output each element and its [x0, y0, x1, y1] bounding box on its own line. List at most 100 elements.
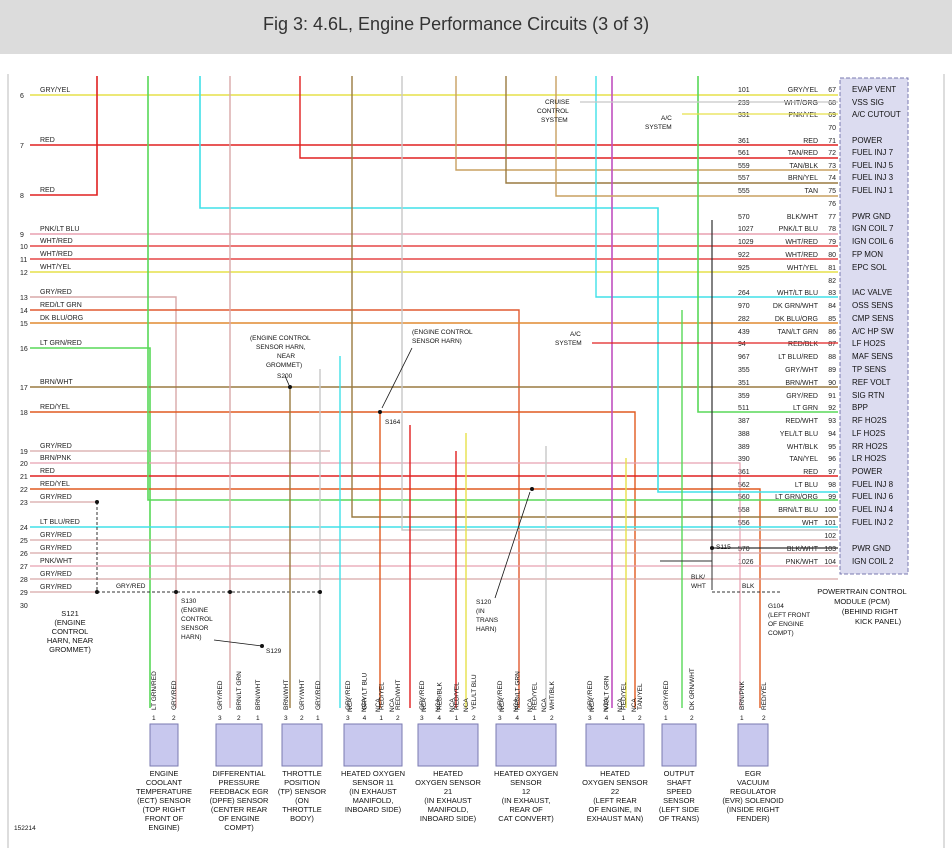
pcm-function-91: SIG RTN [852, 391, 885, 400]
ho2s22-wire-1: GRY/RED [587, 680, 594, 710]
pcm-function-73: FUEL INJ 5 [852, 161, 894, 170]
oss-caption-4: SENSOR [663, 796, 695, 805]
pcm-pin-81: 81 [828, 265, 836, 272]
ho2s12-caption-1: HEATED OXYGEN [494, 769, 558, 778]
ect-caption-2: COOLANT [146, 778, 183, 787]
wire-row-20 [30, 462, 741, 708]
pcm-function-68: VSS SIG [852, 98, 884, 107]
pcm-circuit-88: 967 [738, 354, 750, 361]
pcm-function-87: LF HO2S [852, 339, 885, 348]
ho2s21-caption-5: MANIFOLD, [428, 805, 469, 814]
ho2s12-sensor-icon [495, 723, 557, 767]
s120-label-4: HARN) [476, 626, 497, 633]
nca-label: NCA [603, 698, 610, 712]
pcm-wire-color-104: PNK/WHT [786, 559, 819, 566]
oss-caption-1: OUTPUT [664, 769, 695, 778]
evr-pin-2: 2 [762, 715, 766, 722]
ho2s22-caption-6: EXHAUST MAN) [587, 814, 644, 823]
ho2s21-pin-1: 3 [420, 715, 424, 722]
ect-pin-1: 1 [152, 715, 156, 722]
dpfe-caption-4: (DPFE) SENSOR [210, 796, 269, 805]
row-label-22: RED/YEL [40, 481, 70, 488]
dpfe-caption-6: OF ENGINE [218, 814, 259, 823]
splice-dot [530, 487, 534, 491]
s130-label-2: (ENGINE [181, 607, 209, 614]
pcm-circuit-94: 388 [738, 431, 750, 438]
pcm-function-86: A/C HP SW [852, 327, 894, 336]
blk-wht-label-2: WHT [691, 583, 706, 590]
pcm-function-96: LR HO2S [852, 454, 886, 463]
pcm-pin-88: 88 [828, 354, 836, 361]
splice-dot [95, 500, 99, 504]
pcm-box [839, 77, 909, 575]
s121-label-3: CONTROL [52, 627, 89, 636]
leader-s120 [494, 491, 531, 599]
tp-pin-3: 1 [316, 715, 320, 722]
row-number-20: 20 [20, 461, 28, 468]
evr-wire-2: RED/YEL [761, 682, 768, 710]
wire-vert-wht [401, 76, 838, 531]
pcm-circuit-68: 239 [738, 100, 750, 107]
pcm-pin-82: 82 [828, 278, 836, 285]
pcm-pin-72: 72 [828, 150, 836, 157]
pcm-wire-color-90: BRN/WHT [785, 380, 818, 387]
row-label-25: GRY/RED [40, 532, 72, 539]
row-number-23: 23 [20, 500, 28, 507]
row-number-27: 27 [20, 564, 28, 571]
nca-label: NCA [527, 698, 534, 712]
pcm-function-101: FUEL INJ 2 [852, 518, 894, 527]
row-number-13: 13 [20, 295, 28, 302]
pcm-pin-89: 89 [828, 367, 836, 374]
pcm-circuit-98: 562 [738, 482, 750, 489]
ect-pin-2: 2 [172, 715, 176, 722]
ho2s22-wire-4: TAN/YEL [637, 683, 644, 710]
row-label-9: PNK/LT BLU [40, 226, 79, 233]
s200-note-4: GROMMET) [266, 362, 302, 369]
ect-caption-6: FRONT OF [145, 814, 184, 823]
s120-label-3: TRANS [476, 617, 499, 624]
pcm-wire-color-67: GRY/YEL [788, 87, 818, 94]
ho2s11-wire-1: GRY/RED [345, 680, 352, 710]
oss-caption-5: (LEFT SIDE [659, 805, 699, 814]
row-label-16: LT GRN/RED [40, 340, 82, 347]
pcm-wire-color-87: RED/BLK [788, 341, 818, 348]
splice-dot [378, 410, 382, 414]
splice-dot [710, 546, 714, 550]
pcm-pin-98: 98 [828, 482, 836, 489]
nca-label: NCA [631, 698, 638, 712]
pcm-pin-97: 97 [828, 469, 836, 476]
ho2s22-pin-3: 1 [621, 715, 625, 722]
pcm-pin-74: 74 [828, 175, 836, 182]
ho2s21-pin-2: 4 [437, 715, 441, 722]
wire-vert-tan [455, 76, 838, 171]
g104-label-3: OF ENGINE [768, 621, 804, 628]
row-label-11: WHT/RED [40, 251, 73, 258]
row-label-6: GRY/YEL [40, 87, 70, 94]
pcm-wire-color-75: TAN [805, 188, 818, 195]
tp-wire-2: GRY/WHT [299, 679, 306, 710]
pcm-pin-69: 69 [828, 112, 836, 119]
pcm-wire-color-84: DK GRN/WHT [773, 303, 819, 310]
pcm-wire-color-101: WHT [802, 520, 819, 527]
pcm-wire-color-103: BLK/WHT [787, 546, 819, 553]
s200-note-1: (ENGINE CONTROL [250, 335, 311, 342]
pcm-circuit-91: 359 [738, 393, 750, 400]
pcm-pin-85: 85 [828, 316, 836, 323]
pcm-function-99: FUEL INJ 6 [852, 492, 894, 501]
row-number-18: 18 [20, 410, 28, 417]
pcm-function-85: CMP SENS [852, 314, 894, 323]
pcm-pin-95: 95 [828, 444, 836, 451]
pcm-circuit-77: 570 [738, 214, 750, 221]
pcm-pin-87: 87 [828, 341, 836, 348]
pcm-wire-color-97: RED [803, 469, 818, 476]
pcm-wire-color-94: YEL/LT BLU [780, 431, 818, 438]
wire-row-18 [30, 411, 636, 708]
ho2s21-wire-1: GRY/RED [419, 680, 426, 710]
ho2s21-wire-2: RED/BLK [436, 682, 443, 710]
pcm-pin-91: 91 [828, 393, 836, 400]
pcm-function-89: TP SENS [852, 365, 886, 374]
pcm-circuit-81: 925 [738, 265, 750, 272]
cruise-label-1: CRUISE [545, 99, 570, 106]
pcm-function-95: RR HO2S [852, 442, 888, 451]
oss-caption-3: SPEED [666, 787, 692, 796]
